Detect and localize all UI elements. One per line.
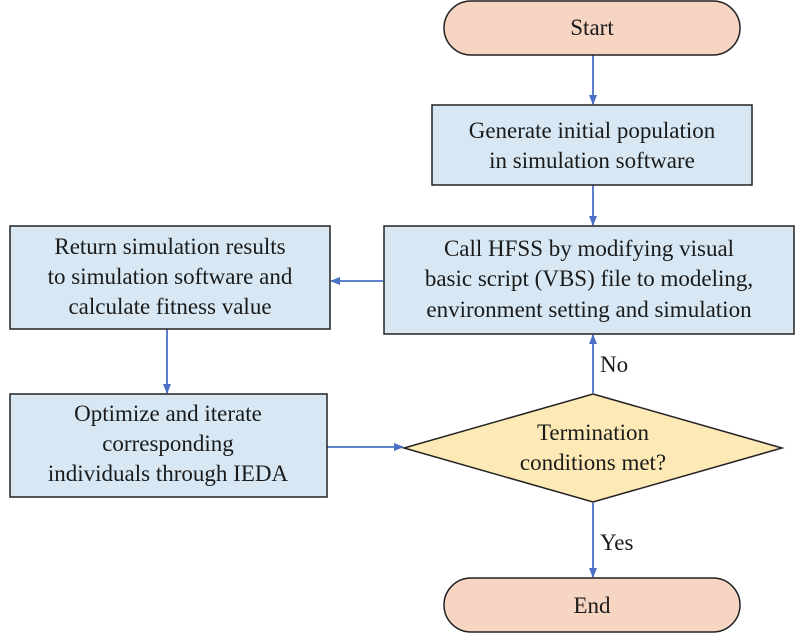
return-line-1: Return simulation results [54, 234, 285, 259]
optimize-line-2: corresponding [102, 431, 234, 456]
end-node: End [443, 577, 741, 633]
call-hfss-line-1: Call HFSS by modifying visual [444, 236, 734, 261]
termination-decision-node: Termination conditions met? [401, 393, 785, 503]
call-hfss-line-3: environment setting and simulation [426, 297, 752, 322]
optimize-node: Optimize and iterate corresponding indiv… [9, 393, 328, 498]
return-line-3: calculate fitness value [68, 294, 271, 319]
edge-label-yes: Yes [600, 530, 634, 555]
start-label: Start [570, 15, 614, 40]
end-label: End [573, 593, 611, 618]
optimize-line-1: Optimize and iterate [74, 401, 262, 426]
termination-line-2: conditions met? [520, 450, 666, 475]
generate-line-1: Generate initial population [469, 118, 716, 143]
generate-population-node: Generate initial population in simulatio… [431, 104, 753, 186]
optimize-line-3: individuals through IEDA [48, 461, 289, 486]
edge-label-no: No [600, 352, 628, 377]
termination-line-1: Termination [537, 420, 650, 445]
return-line-2: to simulation software and [48, 264, 293, 289]
call-hfss-node: Call HFSS by modifying visual basic scri… [383, 225, 795, 335]
return-results-node: Return simulation results to simulation … [9, 225, 331, 330]
generate-line-2: in simulation software [489, 148, 695, 173]
call-hfss-line-2: basic script (VBS) file to modeling, [425, 266, 753, 291]
start-node: Start [443, 0, 741, 56]
